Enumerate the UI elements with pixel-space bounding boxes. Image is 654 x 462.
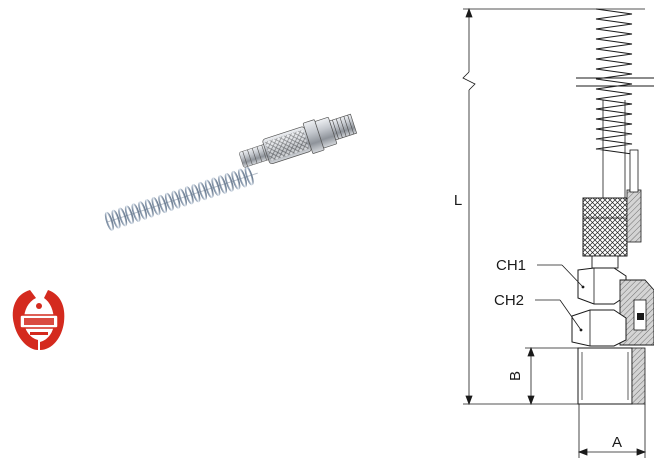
dimension-A: [577, 404, 647, 458]
dimension-B: [525, 346, 578, 406]
callout-ch1: [537, 264, 584, 288]
dimension-A-label: A: [612, 434, 622, 451]
photo-fitting-body: [239, 113, 358, 168]
hose: [602, 100, 626, 200]
brand-logo: [12, 290, 65, 350]
hex-ch2: [571, 309, 627, 347]
callout-ch2-label: CH2: [494, 292, 524, 309]
technical-drawing: L B A: [454, 7, 654, 458]
dimension-L-label: L: [454, 192, 462, 209]
dimension-B-label: B: [507, 371, 524, 381]
section-body: [619, 279, 654, 346]
knurled-nut: [582, 149, 642, 257]
hex-ch1: [577, 267, 627, 305]
dimension-L: [462, 7, 645, 406]
spring-fitting-photo: [104, 113, 358, 231]
callout-ch1-label: CH1: [496, 257, 526, 274]
neck: [591, 255, 619, 269]
photo-spring: [104, 166, 258, 231]
callout-ch2: [535, 299, 582, 331]
drawn-spring: [576, 8, 654, 155]
threaded-end: [577, 347, 646, 405]
